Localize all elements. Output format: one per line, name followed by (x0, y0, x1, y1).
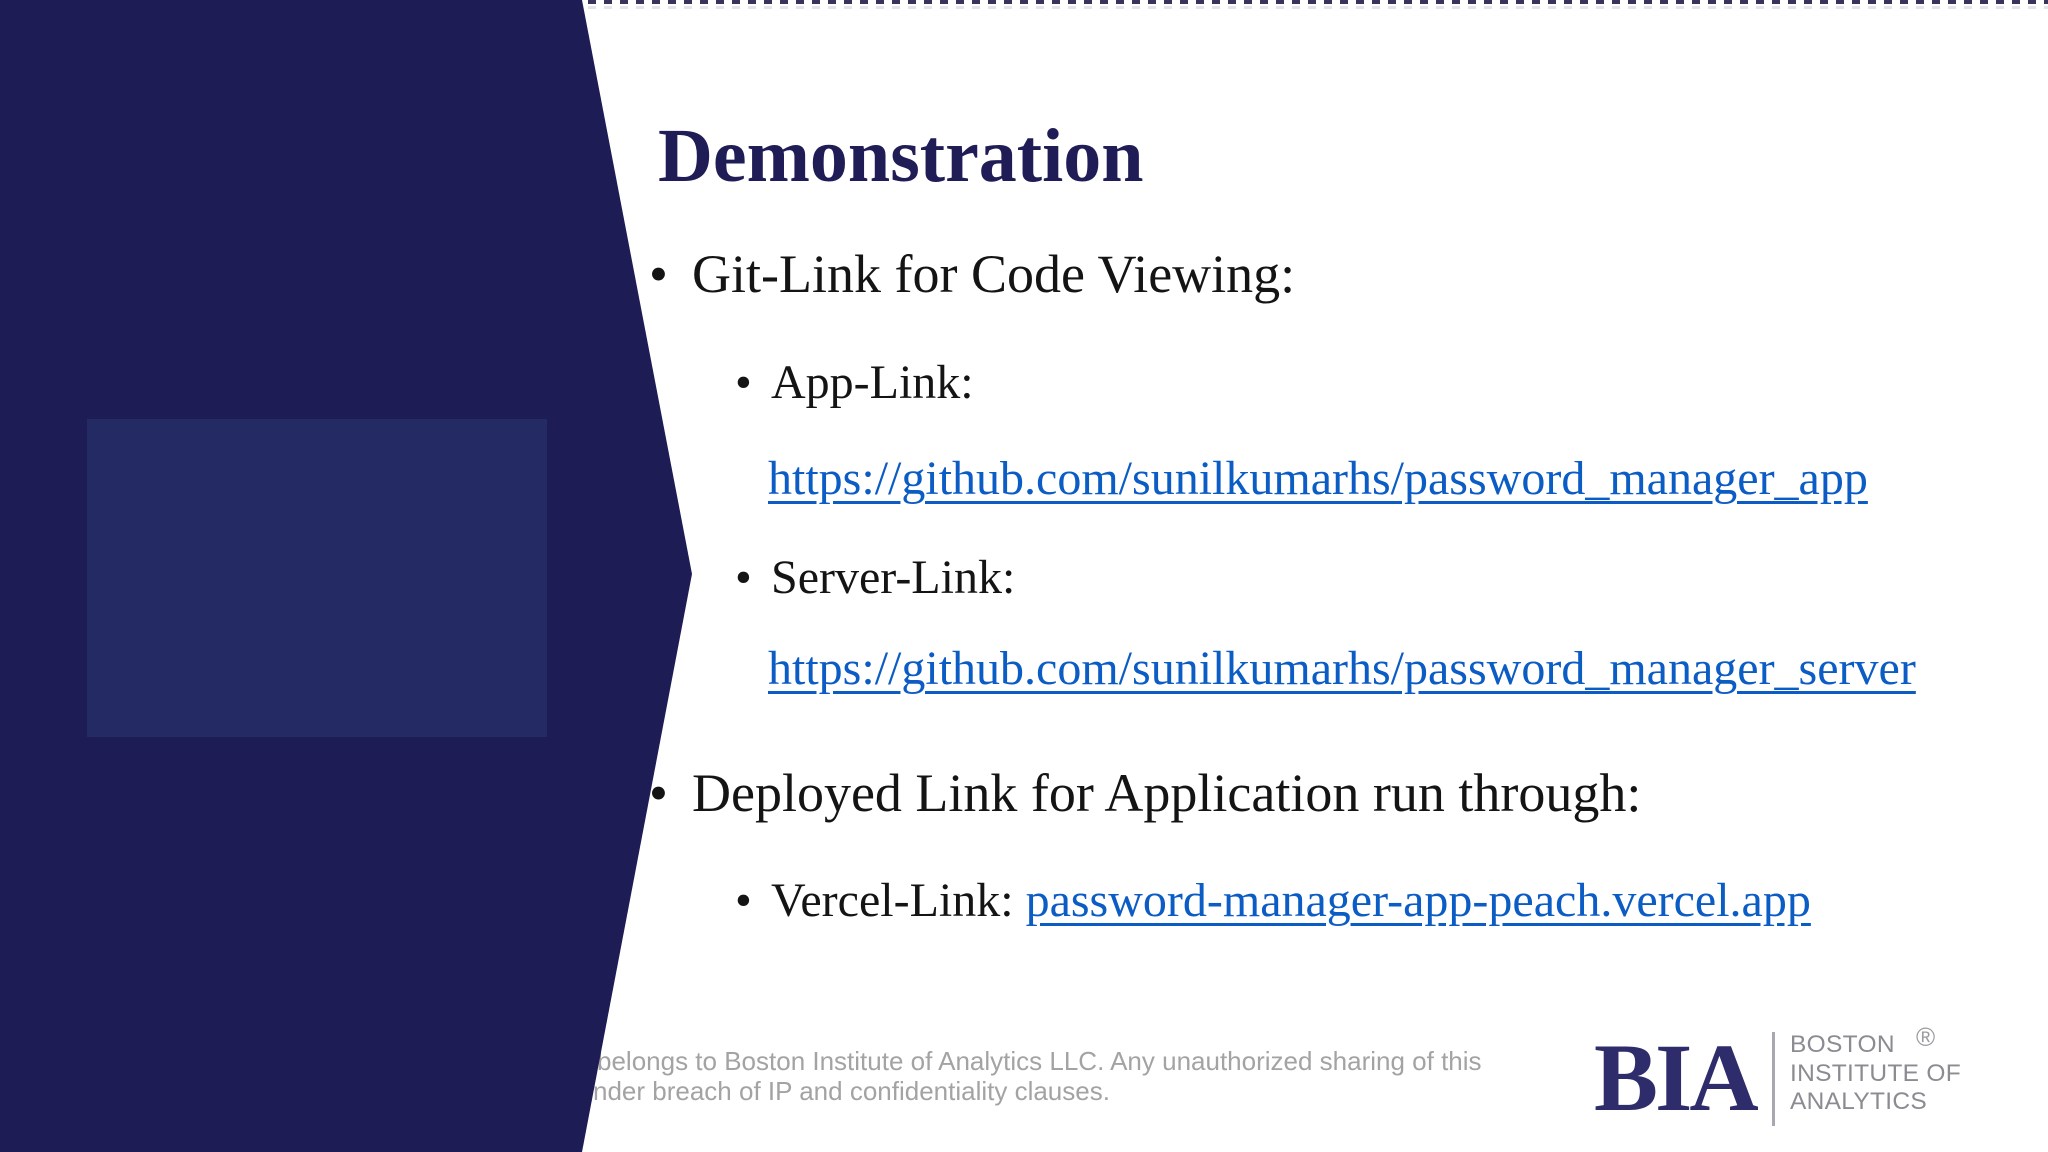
bullet-git-link-heading: • Git-Link for Code Viewing: (649, 243, 1295, 305)
bullet-server-link-label: Server-Link: (771, 551, 1016, 604)
bullet-git-link-label: Git-Link for Code Viewing: (692, 244, 1296, 304)
slide-title: Demonstration (658, 114, 1144, 198)
bullet-server-link-heading: • Server-Link: (735, 550, 1015, 605)
vercel-link-label: Vercel-Link: (771, 874, 1026, 927)
github-server-link[interactable]: https://github.com/sunilkumarhs/password… (768, 642, 1916, 695)
vercel-app-link[interactable]: password-manager-app-peach.vercel.app (1025, 874, 1811, 927)
accent-inner-panel (87, 419, 547, 737)
top-edge-dashes (588, 0, 2048, 4)
bullet-marker: • (735, 874, 752, 927)
bia-logo-text: BIA (1594, 1024, 1759, 1131)
logo-org-line1: BOSTON (1790, 1031, 1895, 1058)
bullet-marker: • (735, 356, 752, 409)
bullet-marker: • (649, 763, 668, 823)
github-server-link-line: https://github.com/sunilkumarhs/password… (768, 641, 1916, 696)
top-edge-dashes-faint (588, 6, 2048, 9)
bullet-marker: • (735, 551, 752, 604)
bullet-deployed-link-heading: • Deployed Link for Application run throu… (649, 762, 1641, 824)
footer-disclaimer-line1: belongs to Boston Institute of Analytics… (597, 1046, 1482, 1076)
logo-org-line2: INSTITUTE OF (1790, 1059, 1962, 1087)
bullet-app-link-heading: • App-Link: (735, 355, 974, 410)
bullet-vercel-link-line: • Vercel-Link: password-manager-app-peach… (735, 873, 1811, 928)
footer-disclaimer-line2: nder breach of IP and confidentiality cl… (593, 1076, 1110, 1106)
logo-org-name: BOSTON INSTITUTE OF ANALYTICS (1790, 1031, 1961, 1117)
registered-trademark-mark: ® (1916, 1022, 1936, 1052)
github-app-link[interactable]: https://github.com/sunilkumarhs/password… (768, 452, 1868, 505)
bullet-app-link-label: App-Link: (771, 356, 974, 409)
logo-divider (1772, 1032, 1775, 1126)
bullet-deployed-link-label: Deployed Link for Application run throug… (692, 763, 1642, 823)
bullet-marker: • (649, 244, 668, 304)
github-app-link-line: https://github.com/sunilkumarhs/password… (768, 451, 1868, 506)
logo-org-line3: ANALYTICS (1790, 1088, 1928, 1115)
